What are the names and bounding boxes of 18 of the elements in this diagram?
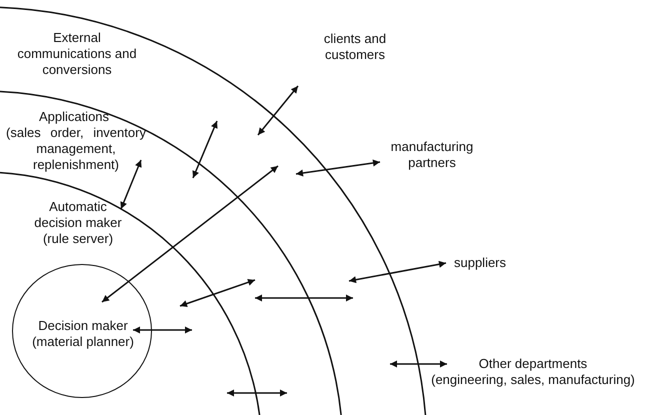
double-arrow: [257, 86, 299, 136]
double-arrow: [133, 326, 192, 334]
text-label: Applications: [38, 109, 110, 125]
text-label: (sales order, inventory management, replenishment): [5, 125, 147, 173]
text-label: (engineering, sales, manufacturing): [430, 372, 636, 388]
text-label: suppliers: [452, 255, 508, 271]
text-label: clients and customers: [322, 31, 388, 63]
circle-node: [12, 264, 152, 398]
text-label: Other departments: [478, 356, 588, 372]
text-label: Automatic decision maker (rule server): [33, 199, 123, 247]
node-label: Decision maker (material planner): [31, 318, 135, 350]
double-arrow: [390, 360, 447, 368]
double-arrow: [102, 165, 278, 303]
double-arrow: [348, 260, 446, 284]
text-label: External communications and conversions: [16, 30, 138, 78]
double-arrow: [296, 160, 380, 176]
text-label: manufacturing partners: [390, 139, 474, 171]
double-arrow: [120, 160, 142, 210]
